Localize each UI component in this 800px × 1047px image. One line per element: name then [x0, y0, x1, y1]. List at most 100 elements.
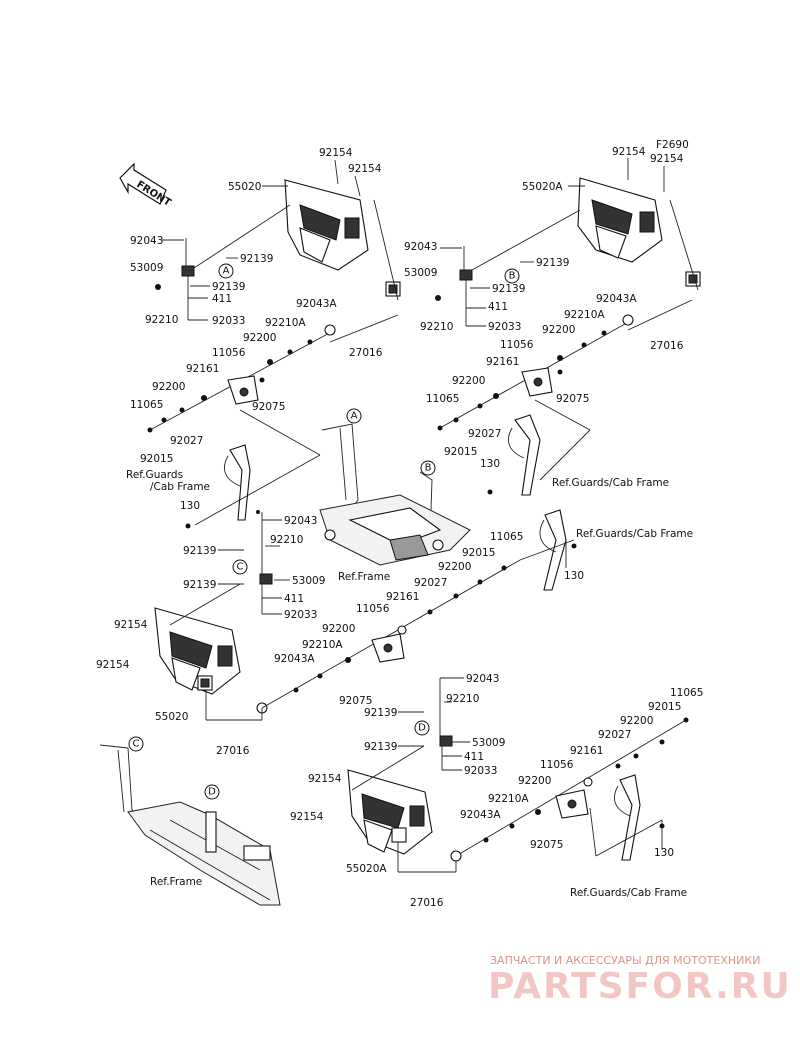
label-ref-cab-a: /Cab Frame — [150, 481, 210, 493]
label-53009-b: 53009 — [404, 267, 437, 279]
label-92154-b1: 92154 — [612, 146, 646, 158]
label-11056-c: 11056 — [356, 603, 390, 615]
svg-text:B: B — [425, 463, 432, 474]
label-92015-a: 92015 — [140, 453, 173, 465]
label-92015-d: 92015 — [648, 701, 681, 713]
label-55020a-b: 55020A — [522, 181, 563, 193]
group-c: C 92043 92210 92139 53009 92139 411 9203… — [96, 509, 693, 757]
callout-a-icon: A — [218, 263, 234, 279]
label-92200-b1: 92200 — [542, 324, 575, 336]
label-92139-b1: 92139 — [536, 257, 569, 269]
label-11056-a: 11056 — [212, 347, 246, 359]
label-27016-c: 27016 — [216, 745, 250, 757]
label-92210-a: 92210 — [145, 314, 178, 326]
label-27016-a: 27016 — [349, 347, 383, 359]
label-f2690: F2690 — [656, 139, 689, 151]
shaft-assembly-c — [261, 559, 521, 709]
rubber-mount-27016-b — [685, 271, 701, 287]
label-92043a-b: 92043A — [596, 293, 637, 305]
callout-d-icon: D — [414, 720, 430, 736]
label-92210a-d: 92210A — [488, 793, 529, 805]
label-92043-b: 92043 — [404, 241, 437, 253]
label-11056-d: 11056 — [540, 759, 574, 771]
label-92043-d: 92043 — [466, 673, 499, 685]
label-92154-b2: 92154 — [650, 153, 684, 165]
label-92043-a: 92043 — [130, 235, 163, 247]
label-92033-c: 92033 — [284, 609, 317, 621]
label-92075-b: 92075 — [556, 393, 589, 405]
leader-lines-b — [440, 158, 699, 481]
label-92075-c: 92075 — [339, 695, 372, 707]
bottom-left-frame: C D Ref.Frame — [99, 736, 281, 906]
watermark: ЗАПЧАСТИ И АКСЕССУАРЫ ДЛЯ МОТОТЕХНИКИ PA… — [488, 954, 792, 1007]
label-92033-d: 92033 — [464, 765, 497, 777]
shaft-assembly-b — [437, 314, 634, 431]
shaft-assembly-a — [147, 324, 336, 433]
guard-cover-55020a-top — [577, 177, 663, 263]
leader-lines-a — [162, 159, 399, 526]
label-11065-a: 11065 — [130, 399, 163, 411]
label-92200-b2: 92200 — [452, 375, 485, 387]
label-92210a-a: 92210A — [265, 317, 306, 329]
leader-lines-d — [351, 677, 663, 873]
callout-d-frame-icon — [204, 784, 220, 800]
label-92043a-a: 92043A — [296, 298, 337, 310]
svg-text:D: D — [208, 787, 216, 798]
guard-cover-55020-mid — [154, 607, 241, 695]
label-92027-d: 92027 — [598, 729, 631, 741]
label-92154-c1: 92154 — [114, 619, 148, 631]
label-ref-frame-bottom: Ref.Frame — [150, 876, 202, 888]
watermark-logo: PARTSFOR.RU — [488, 966, 792, 1007]
label-92033-a: 92033 — [212, 315, 245, 327]
label-92015-b: 92015 — [444, 446, 477, 458]
center-frame: A B Ref.Frame — [319, 408, 471, 583]
label-92161-b: 92161 — [486, 356, 519, 368]
callout-b-center-icon — [420, 460, 436, 476]
svg-text:B: B — [509, 271, 516, 282]
label-92075-d: 92075 — [530, 839, 563, 851]
guard-tube-130-d — [614, 774, 665, 861]
label-92139-d1: 92139 — [364, 707, 397, 719]
label-92200-a2: 92200 — [152, 381, 185, 393]
label-55020a-d: 55020A — [346, 863, 387, 875]
label-92210-c: 92210 — [270, 534, 303, 546]
label-92210-d: 92210 — [446, 693, 479, 705]
guard-cover-55020-top — [284, 179, 369, 271]
label-92043a-c: 92043A — [274, 653, 315, 665]
label-ref-guards-b: Ref.Guards/Cab Frame — [552, 477, 669, 489]
rubber-mount-27016-c — [197, 675, 268, 714]
label-411-d: 411 — [464, 751, 484, 763]
label-92139-a1: 92139 — [240, 253, 273, 265]
leader-lines-c — [169, 519, 575, 721]
label-55020-a: 55020 — [228, 181, 261, 193]
label-92200-c2: 92200 — [438, 561, 471, 573]
label-92139-b2: 92139 — [492, 283, 525, 295]
label-92139-a2: 92139 — [212, 281, 245, 293]
label-11065-d: 11065 — [670, 687, 703, 699]
svg-text:A: A — [223, 266, 230, 277]
label-92154-c2: 92154 — [96, 659, 130, 671]
label-92027-a: 92027 — [170, 435, 203, 447]
label-92200-a1: 92200 — [243, 332, 276, 344]
label-92027-b: 92027 — [468, 428, 501, 440]
label-92161-c: 92161 — [386, 591, 419, 603]
label-130-a: 130 — [180, 500, 200, 512]
shaft-assembly-d — [450, 717, 689, 862]
bracket-53009-d — [439, 678, 453, 747]
label-130-d: 130 — [654, 847, 674, 859]
label-55020-c: 55020 — [155, 711, 188, 723]
label-92200-d2: 92200 — [620, 715, 653, 727]
label-92154-a1: 92154 — [319, 147, 353, 159]
label-92210a-b: 92210A — [564, 309, 605, 321]
group-d: D 92043 92210 92139 53009 92139 411 9203… — [290, 673, 703, 909]
svg-text:C: C — [133, 739, 140, 750]
label-53009-c: 53009 — [292, 575, 325, 587]
label-92139-c2: 92139 — [183, 579, 216, 591]
label-53009-d: 53009 — [472, 737, 505, 749]
svg-text:A: A — [351, 411, 358, 422]
label-ref-guards-a: Ref.Guards — [126, 469, 183, 481]
label-92139-c1: 92139 — [183, 545, 216, 557]
label-92043a-d: 92043A — [460, 809, 501, 821]
group-b: B F2690 92154 92154 55020A 92043 92139 5… — [404, 139, 701, 496]
